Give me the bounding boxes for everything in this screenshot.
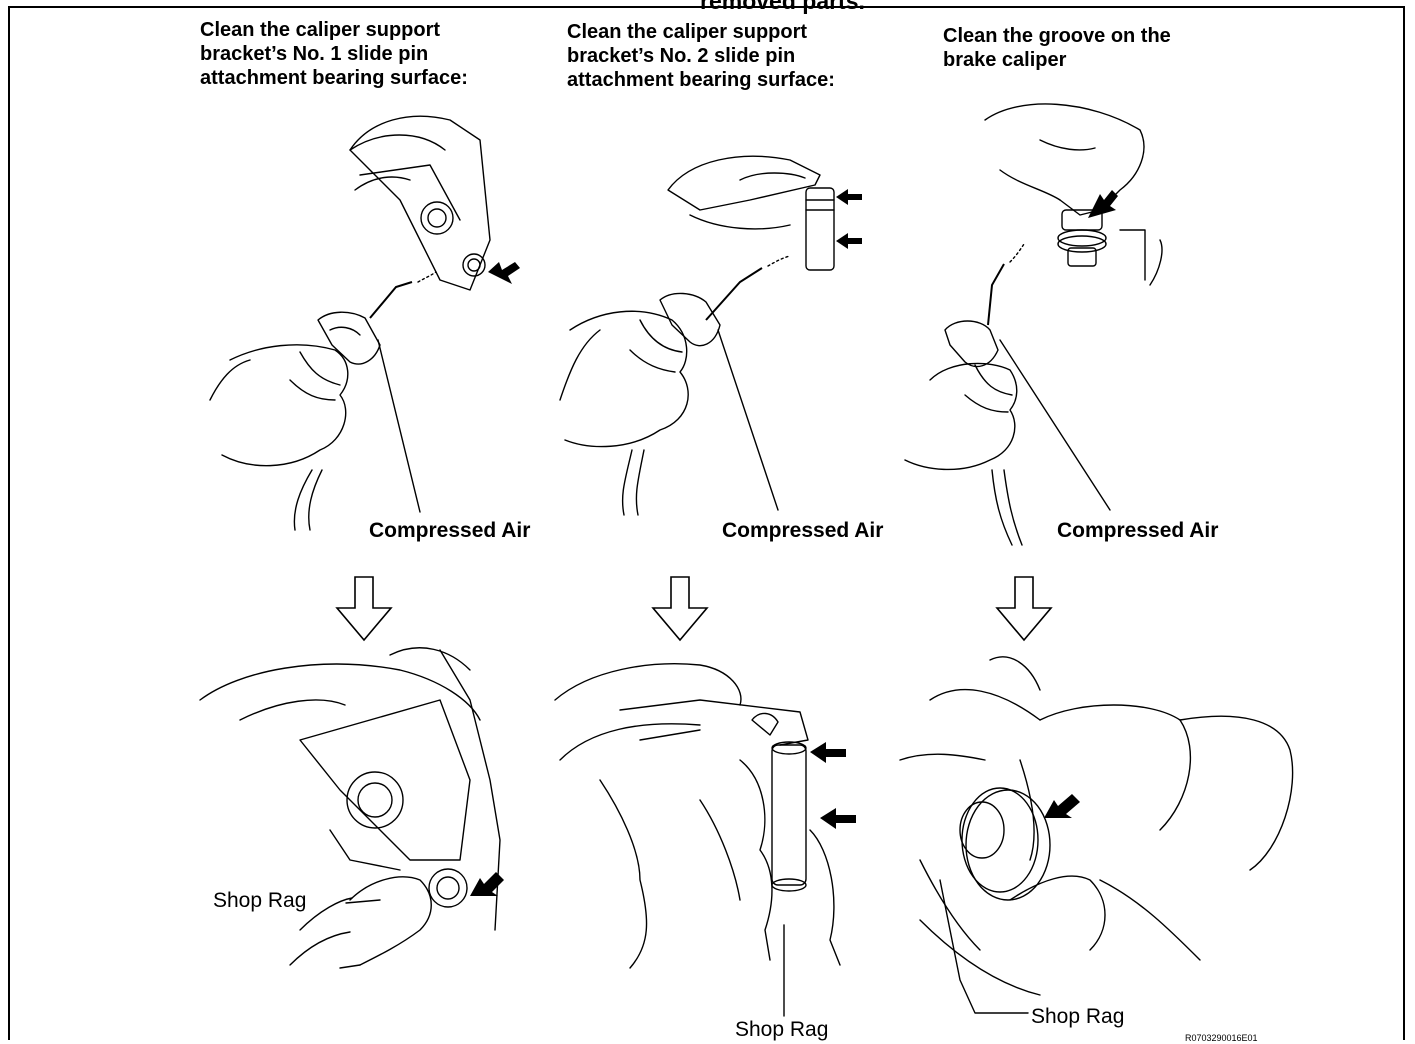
panel-3-shop-rag-label: Shop Rag — [1031, 1005, 1124, 1029]
panel-2-bottom-arrow-2 — [820, 808, 856, 829]
panel-2-bottom-arrow-1 — [810, 742, 846, 763]
panel-3-compressed-air-label: Compressed Air — [1057, 519, 1218, 543]
panel-1-airgun-illustration — [210, 116, 520, 530]
panel-3-rag-illustration — [900, 657, 1293, 1013]
panel-2-flow-arrow — [653, 577, 707, 640]
panel-3-bottom-arrow — [1044, 794, 1080, 818]
panel-1-rag-illustration — [200, 648, 504, 968]
panel-1-compressed-air-label: Compressed Air — [369, 519, 530, 543]
panel-1-shop-rag-label: Shop Rag — [213, 889, 306, 913]
panel-3-top-arrow — [1088, 190, 1118, 218]
panel-3-flow-arrow — [997, 577, 1051, 640]
panel-2-shop-rag-label: Shop Rag — [735, 1018, 828, 1042]
panel-1-top-arrow — [488, 262, 520, 284]
panel-2-top-arrow-1 — [836, 189, 862, 205]
panel-2-airgun-illustration — [560, 156, 862, 515]
panel-1-flow-arrow — [337, 577, 391, 640]
figure-code: R0703290016E01 — [1185, 1033, 1258, 1043]
panel-2-compressed-air-label: Compressed Air — [722, 519, 883, 543]
panel-3-airgun-illustration — [905, 104, 1162, 545]
panel-2-top-arrow-2 — [836, 233, 862, 249]
panel-2-rag-illustration — [555, 664, 856, 1016]
panel-1-bottom-arrow — [470, 872, 504, 896]
